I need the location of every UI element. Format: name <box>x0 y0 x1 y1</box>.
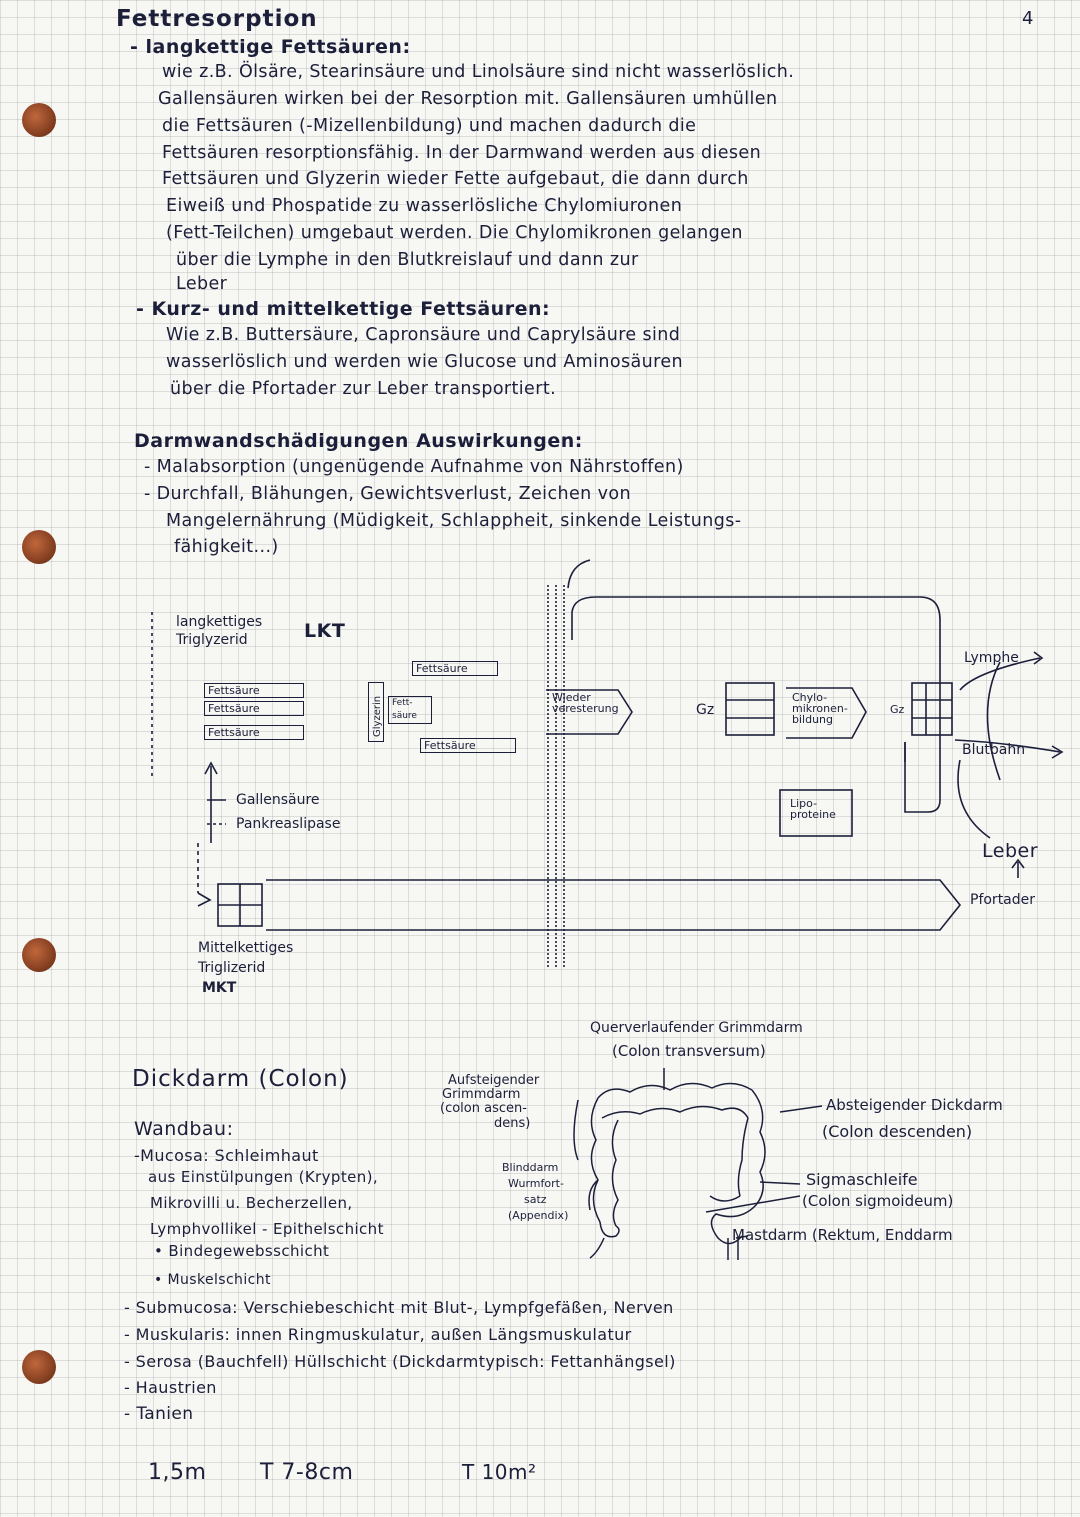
chylo-label: Chylo-mikronen-bildung <box>792 691 848 726</box>
layer-line: - Haustrien <box>124 1378 217 1397</box>
colon-ascendens-label: dens) <box>494 1116 531 1131</box>
sigmoideum-label: (Colon sigmoideum) <box>802 1192 954 1210</box>
binder-hole <box>22 103 56 137</box>
fettsaeure-box: Fettsäure <box>204 701 304 716</box>
layer-line: - Submucosa: Verschiebeschicht mit Blut-… <box>124 1298 674 1317</box>
mkt-label: Triglizerid <box>198 960 266 976</box>
fett-saeure-small: Fett-säure <box>388 696 432 724</box>
pankreaslipase-label: Pankreaslipase <box>236 816 341 832</box>
gallensaeure-label: Gallensäure <box>236 792 320 808</box>
mucosa-line: • Muskelschicht <box>154 1272 271 1288</box>
lipoproteine-label: Lipo-proteine <box>790 797 836 821</box>
gz-label: Gz <box>696 702 715 718</box>
sigmoideum-label: Sigmaschleife <box>806 1170 918 1189</box>
colon-ascendens-label: Aufsteigender <box>448 1073 540 1088</box>
mkt-heading: - Kurz- und mittelkettige Fettsäuren: <box>136 298 551 320</box>
mkt-label: Mittelkettiges <box>198 940 294 956</box>
lkt-line: die Fettsäuren (-Mizellenbildung) und ma… <box>162 116 697 136</box>
gz2-label: Gz <box>890 703 905 716</box>
appendix-label: (Appendix) <box>508 1209 569 1222</box>
layer-line: - Muskularis: innen Ringmuskulatur, auße… <box>124 1325 632 1344</box>
darmwand-line: fähigkeit...) <box>174 537 279 557</box>
pfortader-label: Pfortader <box>970 892 1036 908</box>
appendix-label: Wurmfort- <box>508 1177 564 1190</box>
lkt-line: Gallensäuren wirken bei der Resorption m… <box>158 89 778 109</box>
colon-descendens-label: Absteigender Dickdarm <box>826 1096 1003 1114</box>
measure-area: T 10m² <box>462 1460 537 1484</box>
rektum-label: Mastdarm (Rektum, Enddarm <box>732 1226 953 1244</box>
page-number: 4 <box>1022 8 1034 29</box>
mkt-line: über die Pfortader zur Leber transportie… <box>170 379 557 399</box>
leber-label: Leber <box>982 840 1039 862</box>
mkt-abbr: MKT <box>202 980 237 996</box>
lkt-line: Fettsäuren und Glyzerin wieder Fette auf… <box>162 169 749 189</box>
fettsaeure-box-top: Fettsäure <box>412 661 498 676</box>
lkt-label: langkettiges <box>176 614 263 630</box>
lkt-line: Fettsäuren resorptionsfähig. In der Darm… <box>162 143 762 163</box>
colon-ascendens-label: (colon ascen- <box>440 1101 527 1116</box>
colon-transversum-label: Querverlaufender Grimmdarm <box>590 1020 803 1036</box>
mucosa-line: • Bindegewebsschicht <box>154 1242 330 1260</box>
colon-ascendens-label: Grimmdarm <box>442 1087 521 1102</box>
lkt-label: Triglyzerid <box>176 632 248 648</box>
lkt-line: über die Lymphe in den Blutkreislauf und… <box>176 250 639 270</box>
mkt-line: Wie z.B. Buttersäure, Capronsäure und Ca… <box>166 325 681 345</box>
glyzerin-box: Glyzerin <box>368 682 384 742</box>
layer-line: - Serosa (Bauchfell) Hüllschicht (Dickda… <box>124 1352 676 1371</box>
binder-hole <box>22 938 56 972</box>
wandbau-heading: Wandbau: <box>134 1118 234 1140</box>
fettsaeure-box-bottom: Fettsäure <box>420 738 516 753</box>
colon-transversum-label: (Colon transversum) <box>612 1042 766 1060</box>
lkt-heading: - langkettige Fettsäuren: <box>130 36 411 58</box>
lkt-line: wie z.B. Ölsäre, Stearinsäure und Linols… <box>162 62 795 82</box>
layer-line: - Tanien <box>124 1404 194 1424</box>
mucosa-line: Mikrovilli u. Becherzellen, <box>150 1194 353 1212</box>
lkt-line: Eiweiß und Phospatide zu wasserlösliche … <box>166 196 683 216</box>
colon-descendens-label: (Colon descenden) <box>822 1122 973 1141</box>
binder-hole <box>22 1350 56 1384</box>
appendix-label: satz <box>524 1193 547 1206</box>
mucosa-line: aus Einstülpungen (Krypten), <box>148 1168 379 1186</box>
fettresorption-title: Fettresorption <box>116 6 318 32</box>
mucosa-line: -Mucosa: Schleimhaut <box>134 1146 319 1165</box>
blutbahn-label: Blutbahn <box>962 742 1026 758</box>
appendix-label: Blinddarm <box>502 1161 559 1174</box>
lkt-line: Leber <box>176 274 228 294</box>
lymphe-label: Lymphe <box>964 650 1019 666</box>
measure-diameter: T 7-8cm <box>260 1460 354 1485</box>
wieder-label: Wieder veresterung <box>552 691 619 715</box>
measure-length: 1,5m <box>148 1460 207 1485</box>
mucosa-line: Lymphvollikel - Epithelschicht <box>150 1220 384 1238</box>
fettsaeure-box: Fettsäure <box>204 725 304 740</box>
darmwand-line: - Malabsorption (ungenügende Aufnahme vo… <box>144 457 684 477</box>
binder-hole <box>22 530 56 564</box>
dickdarm-title: Dickdarm (Colon) <box>132 1066 349 1092</box>
lkt-line: (Fett-Teilchen) umgebaut werden. Die Chy… <box>166 223 743 243</box>
fettsaeure-box: Fettsäure <box>204 683 304 698</box>
darmwand-line: - Durchfall, Blähungen, Gewichtsverlust,… <box>144 484 631 504</box>
lkt-abbr: LKT <box>304 620 346 642</box>
darmwand-heading: Darmwandschädigungen Auswirkungen: <box>134 430 583 452</box>
darmwand-line: Mangelernährung (Müdigkeit, Schlappheit,… <box>166 511 742 531</box>
mkt-line: wasserlöslich und werden wie Glucose und… <box>166 352 683 372</box>
